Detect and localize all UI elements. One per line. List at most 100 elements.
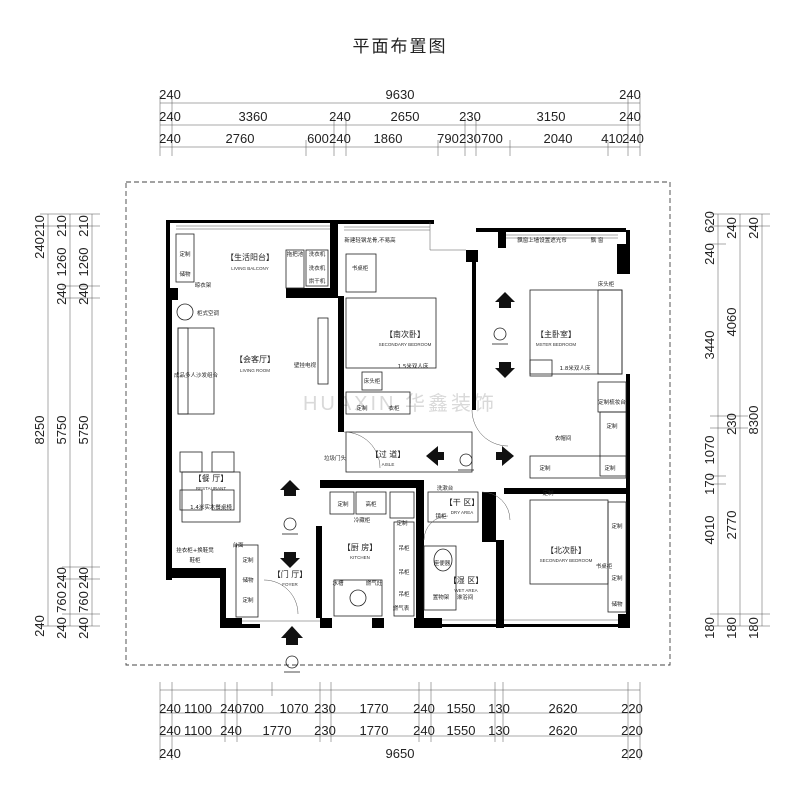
label-washer: 洗衣机 <box>309 250 326 258</box>
dim-label: 240 <box>619 109 641 124</box>
label-bedside: 床头柜 <box>364 377 381 385</box>
room-name-master-bedroom: 【主卧室】 <box>536 329 576 339</box>
dim-label: 240 <box>413 723 435 738</box>
label-shelf: 置物架 <box>433 593 450 601</box>
room-en-dry-area: DRY AREA <box>451 510 474 515</box>
dim-label: 240 <box>159 746 181 761</box>
dim-label: 240 <box>159 701 181 716</box>
dim-label: 9650 <box>386 746 415 761</box>
dim-label: 220 <box>621 746 643 761</box>
room-en-wet-area: WET AREA <box>454 588 477 593</box>
label-toilet: 座便器 <box>434 559 451 567</box>
dim-label: 1770 <box>263 723 292 738</box>
label-washing-table: 洗漱台 <box>437 484 454 492</box>
dim-label: 230 <box>314 723 336 738</box>
label-storage-entry: 储物 <box>242 576 254 584</box>
label-custom-north-2: 定制 <box>611 522 623 530</box>
room-en-kitchen: KITCHEN <box>350 555 370 560</box>
dim-label: 240 <box>329 109 351 124</box>
dim-label: 210 <box>32 215 47 237</box>
dim-label: 1550 <box>447 723 476 738</box>
dim-label: 180 <box>746 617 761 639</box>
label-custom: 定制 <box>179 250 191 258</box>
dim-label: 1070 <box>702 436 717 465</box>
dim-label: 8250 <box>32 416 47 445</box>
dim-label: 240 <box>54 617 69 639</box>
dim-label: 4010 <box>702 516 717 545</box>
label-tall-cabinet: 高柜 <box>365 500 377 508</box>
label-ac: 柜式空调 <box>197 309 220 317</box>
room-name-foyer: 【门 厅】 <box>273 569 308 579</box>
dim-label: 240 <box>220 701 242 716</box>
right-dim-col1: 620 240 3440 1070 170 4010 180 <box>702 211 717 639</box>
label-custom-kitchen: 定制 <box>337 500 349 508</box>
top-dimensions: 240 9630 240 240 3360 240 2650 230 3150 … <box>159 87 644 156</box>
label-bay-window: 飘 窗 <box>591 236 604 244</box>
label-cloakroom: 衣帽间 <box>555 434 572 442</box>
label-platform: 台面 <box>232 541 244 549</box>
dim-label: 2040 <box>544 131 573 146</box>
label-hanging-cabinet-2: 吊柜 <box>398 568 410 576</box>
dim-label: 5750 <box>54 416 69 445</box>
label-shoe-cabinet: 鞋柜 <box>189 556 201 564</box>
room-en-south-bedroom: SECONDARY BEDROOM <box>379 342 432 347</box>
label-trash: 垃圾门头 <box>324 454 347 462</box>
label-tv: 壁挂电视 <box>294 361 317 369</box>
dim-label: 3440 <box>702 331 717 360</box>
dim-label: 3360 <box>239 109 268 124</box>
site-boundary <box>125 181 671 666</box>
windows <box>176 222 618 622</box>
dim-label: 760 <box>76 591 91 613</box>
dim-label: 180 <box>724 617 739 639</box>
dim-label: 240 <box>159 109 181 124</box>
room-name-living-balcony: 【生活阳台】 <box>226 252 274 262</box>
label-entry-note: 挂衣柜+换鞋凳 <box>176 546 214 554</box>
dim-label: 240 <box>702 243 717 265</box>
dim-label: 1100 <box>184 723 212 738</box>
dim-label: 1550 <box>447 701 476 716</box>
label-desk-cabinet: 书桌柜 <box>352 264 369 272</box>
dim-label: 130 <box>488 701 510 716</box>
label-dresser: 定制梳妆台 <box>598 398 626 406</box>
dim-label: 240 <box>32 237 47 259</box>
room-name-south-bedroom: 【南次卧】 <box>385 329 425 339</box>
room-en-living-balcony: LIVING BALCONY <box>231 266 269 271</box>
label-hanging-cabinet: 吊柜 <box>398 544 410 552</box>
dim-label: 8300 <box>746 406 761 435</box>
dim-label: 240 <box>746 217 761 239</box>
left-dimensions: 210 240 8250 240 210 1260 240 5750 240 7… <box>32 213 100 639</box>
dim-label: 3150 <box>537 109 566 124</box>
dim-label: 620 <box>702 211 717 233</box>
label-curtain-note: 飘窗上墙设置遮光帘 <box>517 236 567 244</box>
label-shower: 淋浴间 <box>457 593 474 601</box>
label-sofa-set: 成品多人沙发组合 <box>174 371 219 379</box>
room-en-north-bedroom: SECONDARY BEDROOM <box>540 558 593 563</box>
dim-label: 230 <box>724 413 739 435</box>
label-dryer: 烘干机 <box>309 277 326 285</box>
dim-label: 1770 <box>360 701 389 716</box>
doors <box>263 409 511 615</box>
dim-label: 410 <box>601 131 623 146</box>
room-en-restaurant: RESTAURANT <box>196 486 226 491</box>
label-cool-cab: 冷藏柜 <box>354 516 371 524</box>
label-wardrobe-south: 衣柜 <box>388 404 400 412</box>
dim-label: 240 <box>159 723 181 738</box>
dim-label: 210 <box>76 215 91 237</box>
dim-label: 5750 <box>76 416 91 445</box>
dim-label: 2770 <box>724 511 739 540</box>
dim-label: 2760 <box>226 131 255 146</box>
label-custom-entry: 定制 <box>242 556 254 564</box>
left-dim-col1: 210 240 8250 240 <box>32 215 47 637</box>
dim-label: 1770 <box>360 723 389 738</box>
dim-label: 240 <box>76 567 91 589</box>
dim-label: 240 <box>54 567 69 589</box>
dim-label: 1260 <box>76 248 91 277</box>
dim-label: 1070 <box>280 701 309 716</box>
label-storage: 储物 <box>179 270 191 278</box>
label-bedside-master: 床头柜 <box>598 280 615 288</box>
dim-label: 130 <box>488 723 510 738</box>
room-name-aisle: 【过 道】 <box>371 449 406 459</box>
dim-label: 230 <box>459 131 481 146</box>
right-dim-col2: 240 4060 230 2770 180 <box>724 217 739 639</box>
right-dim-col3: 240 8300 180 <box>746 217 761 639</box>
